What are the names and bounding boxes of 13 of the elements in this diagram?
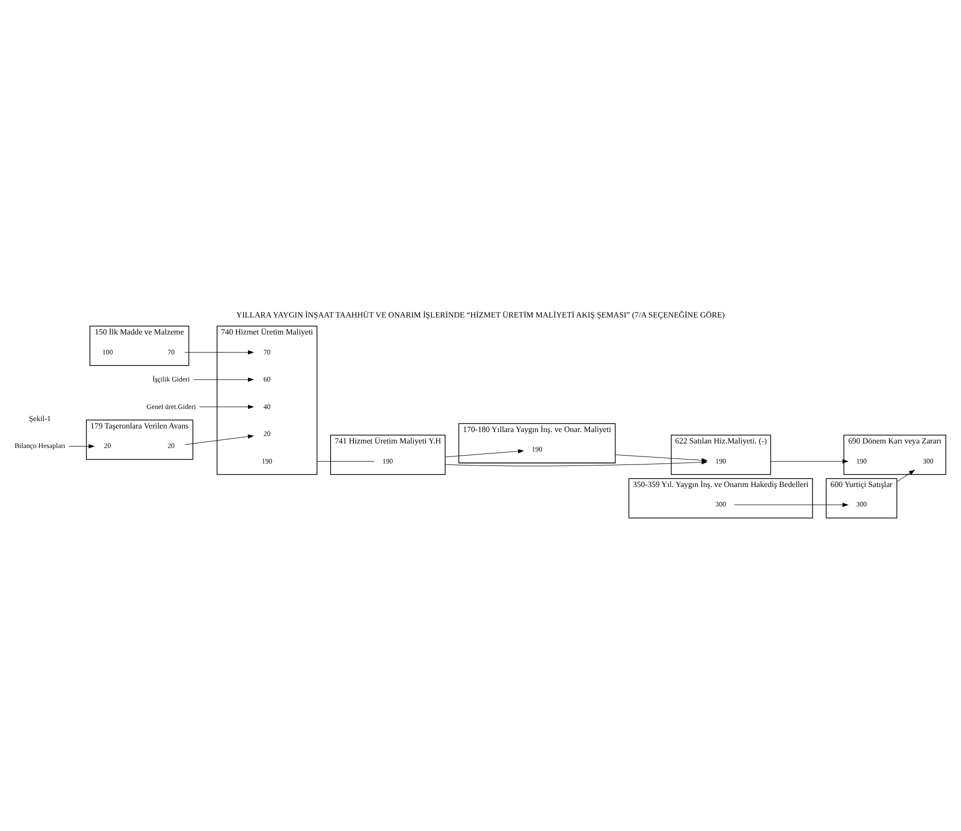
arrow	[614, 454, 708, 462]
arrow	[184, 350, 254, 355]
arrow	[199, 404, 254, 410]
diagram-title: YILLARA YAYGIN İNŞAAT TAAHHÜT VE ONARIM İŞLERİNDE “HİZMET ÜRETİM MALİYETİ AKIŞ ŞEMASI” (7/A SEÇENEĞİNE GÖRE)	[236, 310, 725, 320]
arrow	[770, 459, 849, 464]
arrow	[184, 434, 254, 445]
arrow	[734, 502, 849, 507]
connector	[316, 461, 374, 462]
caption: Şekil-1	[29, 414, 51, 423]
arrow	[193, 378, 254, 382]
arrow	[896, 470, 915, 482]
arrow	[444, 449, 524, 458]
arrow	[68, 444, 95, 448]
